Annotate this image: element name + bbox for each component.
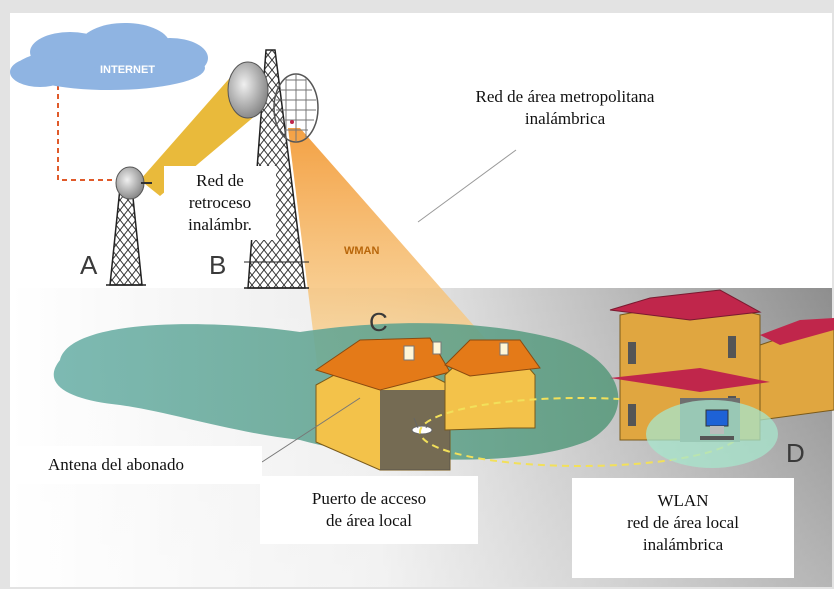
wlan-label: WLAN red de área local inalámbrica (572, 478, 794, 578)
letter-d: D (786, 438, 805, 468)
access-port-label: Puerto de acceso de área local (260, 476, 478, 544)
wlan-line3: inalámbrica (642, 535, 724, 554)
access-port-line1: Puerto de acceso (311, 489, 427, 508)
metro-label-line2: inalámbrica (524, 109, 606, 128)
cloud-label: INTERNET (100, 64, 155, 76)
letter-b: B (209, 250, 227, 280)
backhaul-label: Red de retroceso inalámbr. (164, 166, 276, 240)
metro-label-line1: Red de área metropolitana (475, 87, 655, 106)
wlan-line2: red de área local (627, 513, 739, 532)
internet-link-dashed (57, 85, 120, 181)
backhaul-line1: Red de (196, 171, 244, 190)
subscriber-antenna-text: Antena del abonado (48, 455, 184, 474)
house-icon (314, 337, 451, 471)
wman-beam (288, 128, 520, 380)
cloud-icon (10, 23, 208, 90)
backhaul-line3: inalámbr. (188, 215, 252, 234)
wlan-line1: WLAN (657, 491, 709, 510)
metro-label: Red de área metropolitana inalámbrica (420, 86, 710, 130)
letter-c: C (369, 307, 388, 337)
wman-label: WMAN (344, 245, 379, 257)
dish-antenna-icon (115, 166, 152, 200)
letter-a: A (80, 250, 98, 280)
grid-antenna-icon (273, 73, 319, 143)
metro-pointer-line (417, 149, 517, 223)
backhaul-line2: retroceso (188, 193, 252, 212)
access-port-line2: de área local (326, 511, 412, 530)
subscriber-pointer-line (261, 397, 361, 463)
house-icon (444, 339, 541, 431)
computer-icon (700, 409, 734, 440)
subscriber-antenna-label: Antena del abonado (14, 446, 262, 484)
dish-antenna-icon (227, 61, 269, 119)
